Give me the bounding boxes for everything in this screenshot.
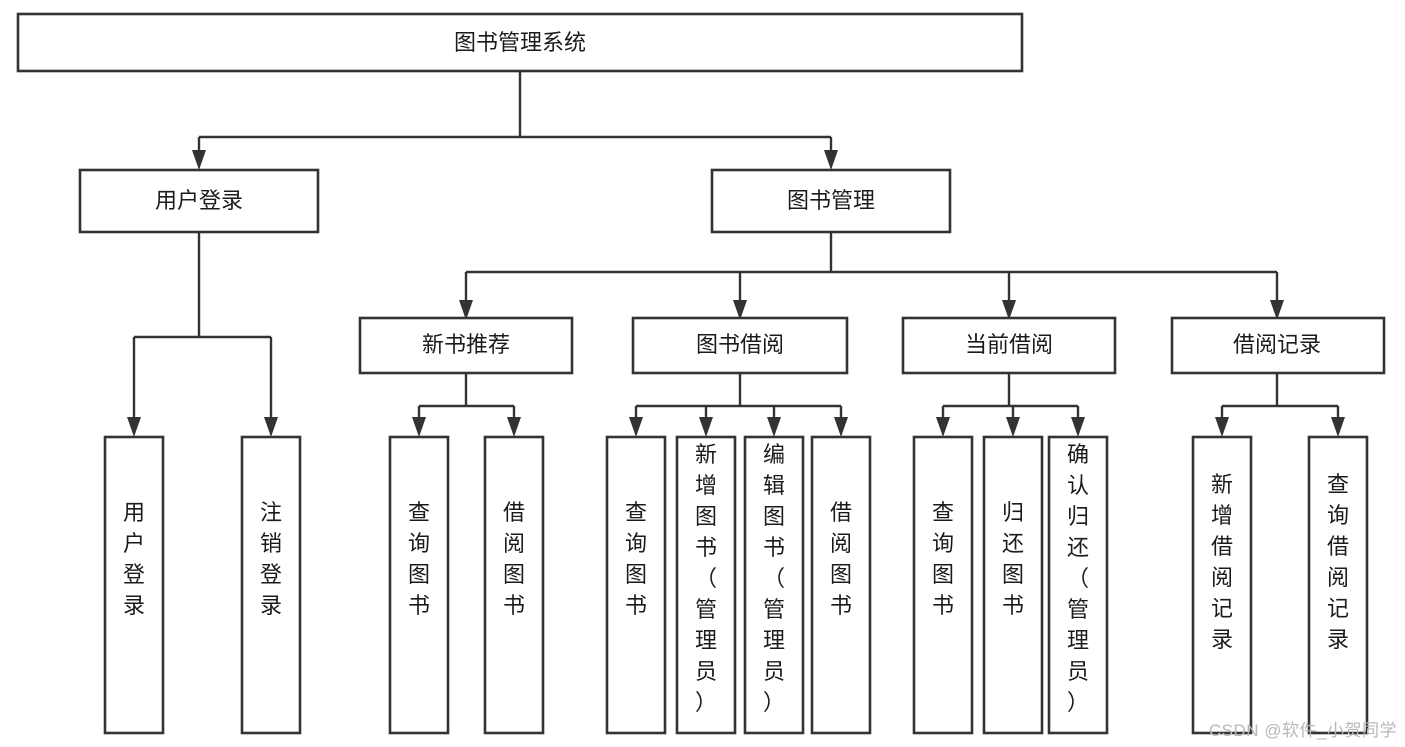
arrowhead-leaf-query-book-2 xyxy=(629,417,643,437)
arrowhead-leaf-add-book-admin xyxy=(699,417,713,437)
arrowhead-leaf-borrow-book-1 xyxy=(507,417,521,437)
node-leaf-edit-book-admin-label: 编辑图书（管理员） xyxy=(763,442,785,715)
node-borrow-record[interactable]: 借阅记录 xyxy=(1170,316,1386,375)
node-borrow-record-label: 借阅记录 xyxy=(1233,332,1321,357)
arrowhead-book-manage xyxy=(824,150,838,170)
node-current-borrow-box[interactable] xyxy=(901,316,1117,375)
node-leaf-borrow-book-1-label: 借阅图书 xyxy=(503,500,525,618)
arrowhead-new-book-rec xyxy=(459,300,473,320)
node-leaf-return-book-box[interactable] xyxy=(982,435,1044,735)
arrowhead-book-borrow xyxy=(733,300,747,320)
node-leaf-borrow-book-2-box[interactable] xyxy=(810,435,872,735)
node-leaf-user-login[interactable]: 用户登录 xyxy=(103,435,165,735)
node-leaf-borrow-book-1[interactable]: 借阅图书 xyxy=(483,435,545,735)
node-leaf-query-book-3-box[interactable] xyxy=(912,435,974,735)
node-leaf-borrow-book-2[interactable]: 借阅图书 xyxy=(810,435,872,735)
node-leaf-query-borrow-record-label: 查询借阅记录 xyxy=(1327,472,1349,652)
arrowhead-borrow-record xyxy=(1270,300,1284,320)
node-leaf-user-login-box[interactable] xyxy=(103,435,165,735)
node-leaf-query-borrow-record[interactable]: 查询借阅记录 xyxy=(1307,435,1369,735)
node-leaf-query-book-2-box[interactable] xyxy=(605,435,667,735)
node-new-book-rec[interactable]: 新书推荐 xyxy=(358,316,574,375)
node-user-login[interactable]: 用户登录 xyxy=(78,168,320,234)
arrowhead-leaf-return-book xyxy=(1006,417,1020,437)
arrowhead-user-login xyxy=(192,150,206,170)
node-leaf-add-borrow-record[interactable]: 新增借阅记录 xyxy=(1191,435,1253,735)
node-book-manage[interactable]: 图书管理 xyxy=(710,168,952,234)
node-leaf-logout-box[interactable] xyxy=(240,435,302,735)
node-leaf-query-book-1-box[interactable] xyxy=(388,435,450,735)
node-leaf-logout-label: 注销登录 xyxy=(260,500,282,618)
node-leaf-query-book-3[interactable]: 查询图书 xyxy=(912,435,974,735)
node-leaf-confirm-return-admin-label: 确认归还（管理员） xyxy=(1067,442,1089,715)
node-leaf-add-book-admin[interactable]: 新增图书（管理员） xyxy=(675,435,737,735)
node-leaf-edit-book-admin-box[interactable] xyxy=(743,435,805,735)
arrowhead-leaf-query-book-1 xyxy=(412,417,426,437)
node-leaf-add-book-admin-label: 新增图书（管理员） xyxy=(695,442,717,715)
node-leaf-user-login-label: 用户登录 xyxy=(123,500,145,618)
node-current-borrow-label: 当前借阅 xyxy=(965,332,1053,357)
node-current-borrow[interactable]: 当前借阅 xyxy=(901,316,1117,375)
arrowhead-leaf-logout xyxy=(264,417,278,437)
arrowhead-leaf-add-borrow-record xyxy=(1215,417,1229,437)
node-root-box[interactable] xyxy=(16,12,1024,73)
node-leaf-logout[interactable]: 注销登录 xyxy=(240,435,302,735)
node-leaf-add-borrow-record-label: 新增借阅记录 xyxy=(1211,472,1233,652)
node-book-borrow-box[interactable] xyxy=(631,316,849,375)
node-book-manage-box[interactable] xyxy=(710,168,952,234)
node-user-login-label: 用户登录 xyxy=(155,188,243,213)
arrowhead-current-borrow xyxy=(1002,300,1016,320)
arrowhead-leaf-query-book-3 xyxy=(936,417,950,437)
node-root[interactable]: 图书管理系统 xyxy=(16,12,1024,73)
node-leaf-add-book-admin-box[interactable] xyxy=(675,435,737,735)
arrowhead-leaf-confirm-return-admin xyxy=(1071,417,1085,437)
node-leaf-return-book-label: 归还图书 xyxy=(1002,500,1024,618)
node-leaf-query-book-3-label: 查询图书 xyxy=(932,500,954,618)
node-leaf-edit-book-admin[interactable]: 编辑图书（管理员） xyxy=(743,435,805,735)
node-leaf-confirm-return-admin[interactable]: 确认归还（管理员） xyxy=(1047,435,1109,735)
node-root-label: 图书管理系统 xyxy=(454,30,586,55)
node-leaf-query-book-1[interactable]: 查询图书 xyxy=(388,435,450,735)
node-leaf-borrow-book-2-label: 借阅图书 xyxy=(830,500,852,618)
arrowhead-leaf-user-login xyxy=(127,417,141,437)
node-borrow-record-box[interactable] xyxy=(1170,316,1386,375)
node-new-book-rec-box[interactable] xyxy=(358,316,574,375)
node-new-book-rec-label: 新书推荐 xyxy=(422,332,510,357)
node-book-manage-label: 图书管理 xyxy=(787,188,875,213)
node-leaf-query-borrow-record-box[interactable] xyxy=(1307,435,1369,735)
node-leaf-query-book-2-label: 查询图书 xyxy=(625,500,647,618)
arrowhead-leaf-borrow-book-2 xyxy=(834,417,848,437)
node-leaf-borrow-book-1-box[interactable] xyxy=(483,435,545,735)
node-leaf-add-borrow-record-box[interactable] xyxy=(1191,435,1253,735)
node-leaf-query-book-1-label: 查询图书 xyxy=(408,500,430,618)
arrowhead-leaf-edit-book-admin xyxy=(767,417,781,437)
node-user-login-box[interactable] xyxy=(78,168,320,234)
node-book-borrow-label: 图书借阅 xyxy=(696,332,784,357)
node-leaf-return-book[interactable]: 归还图书 xyxy=(982,435,1044,735)
node-leaf-confirm-return-admin-box[interactable] xyxy=(1047,435,1109,735)
connector-layer xyxy=(127,71,1345,437)
node-leaf-query-book-2[interactable]: 查询图书 xyxy=(605,435,667,735)
node-book-borrow[interactable]: 图书借阅 xyxy=(631,316,849,375)
arrowhead-leaf-query-borrow-record xyxy=(1331,417,1345,437)
csdn-watermark: CSDN @软件_小贺同学 xyxy=(1208,721,1397,740)
